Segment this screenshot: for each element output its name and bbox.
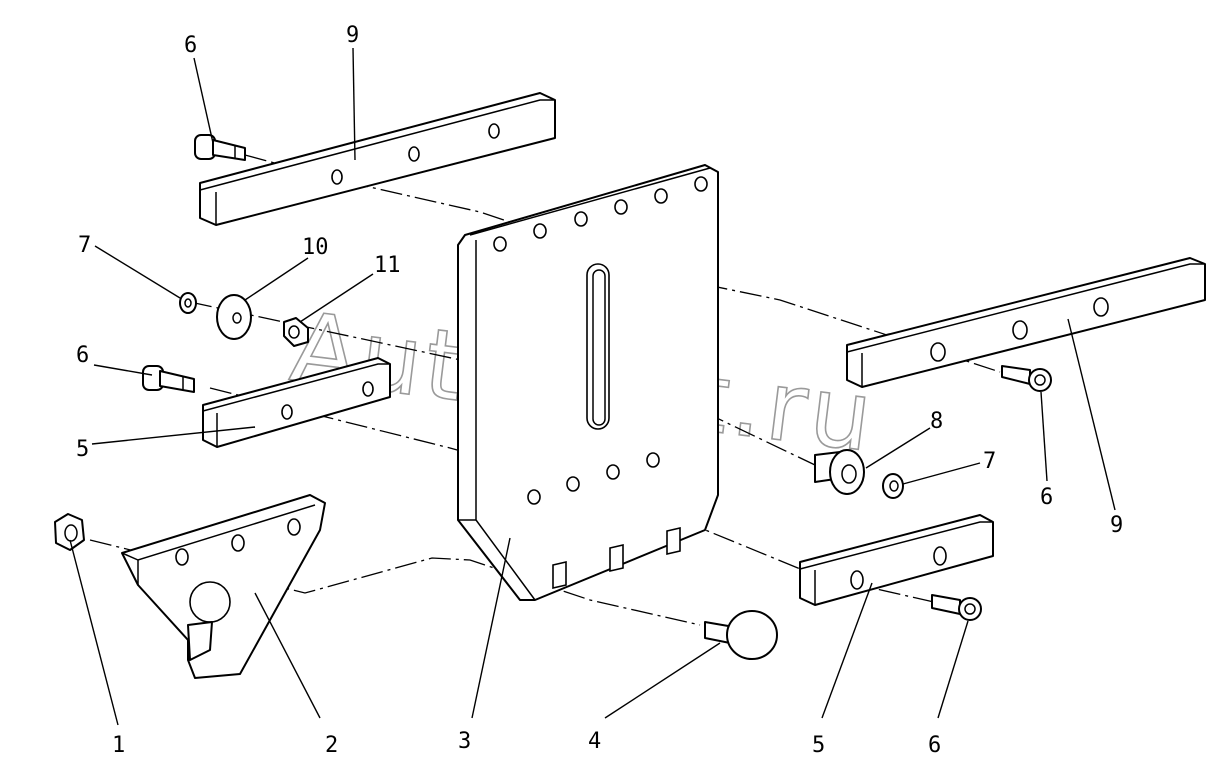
part-4-bolt (704, 610, 778, 660)
callout-6-left: 6 (76, 343, 89, 368)
part-8-bushing (814, 449, 865, 495)
part-7-left-washer (179, 292, 197, 314)
part-11-spacer (283, 317, 309, 347)
callout-1: 1 (112, 733, 125, 758)
part-3-main-plate (457, 164, 719, 601)
callout-11: 11 (374, 253, 401, 278)
callout-5-bottom: 5 (812, 733, 825, 758)
part-6-left-screw (142, 365, 195, 393)
part-6-right-screw (1001, 365, 1052, 392)
part-1-hex-nut (54, 513, 85, 551)
callout-7-right: 7 (983, 449, 996, 474)
callout-6-top: 6 (184, 33, 197, 58)
part-10-washer (216, 294, 252, 340)
callout-7-left: 7 (78, 233, 91, 258)
callout-9-top: 9 (346, 23, 359, 48)
callout-9-right: 9 (1110, 513, 1123, 538)
callout-5-left: 5 (76, 437, 89, 462)
part-6-top-screw (194, 134, 246, 161)
part-5-right-block (799, 514, 994, 606)
part-9-top-bar (199, 92, 556, 226)
part-2-bracket (121, 494, 326, 679)
callout-2: 2 (325, 733, 338, 758)
callout-8: 8 (930, 409, 943, 434)
callout-4: 4 (588, 729, 601, 754)
part-6-bottom-screw (931, 594, 982, 621)
callout-labels: 6 9 7 10 11 6 5 8 7 6 9 1 2 3 4 5 6 (76, 23, 1123, 758)
part-9-right-bar (846, 257, 1206, 388)
part-7-right-nut (882, 473, 904, 499)
callout-10: 10 (302, 235, 329, 260)
callout-6-right: 6 (1040, 485, 1053, 510)
leader-lines (69, 47, 1116, 726)
part-5-left-block (202, 357, 391, 448)
callout-3: 3 (458, 729, 471, 754)
callout-6-bottom: 6 (928, 733, 941, 758)
